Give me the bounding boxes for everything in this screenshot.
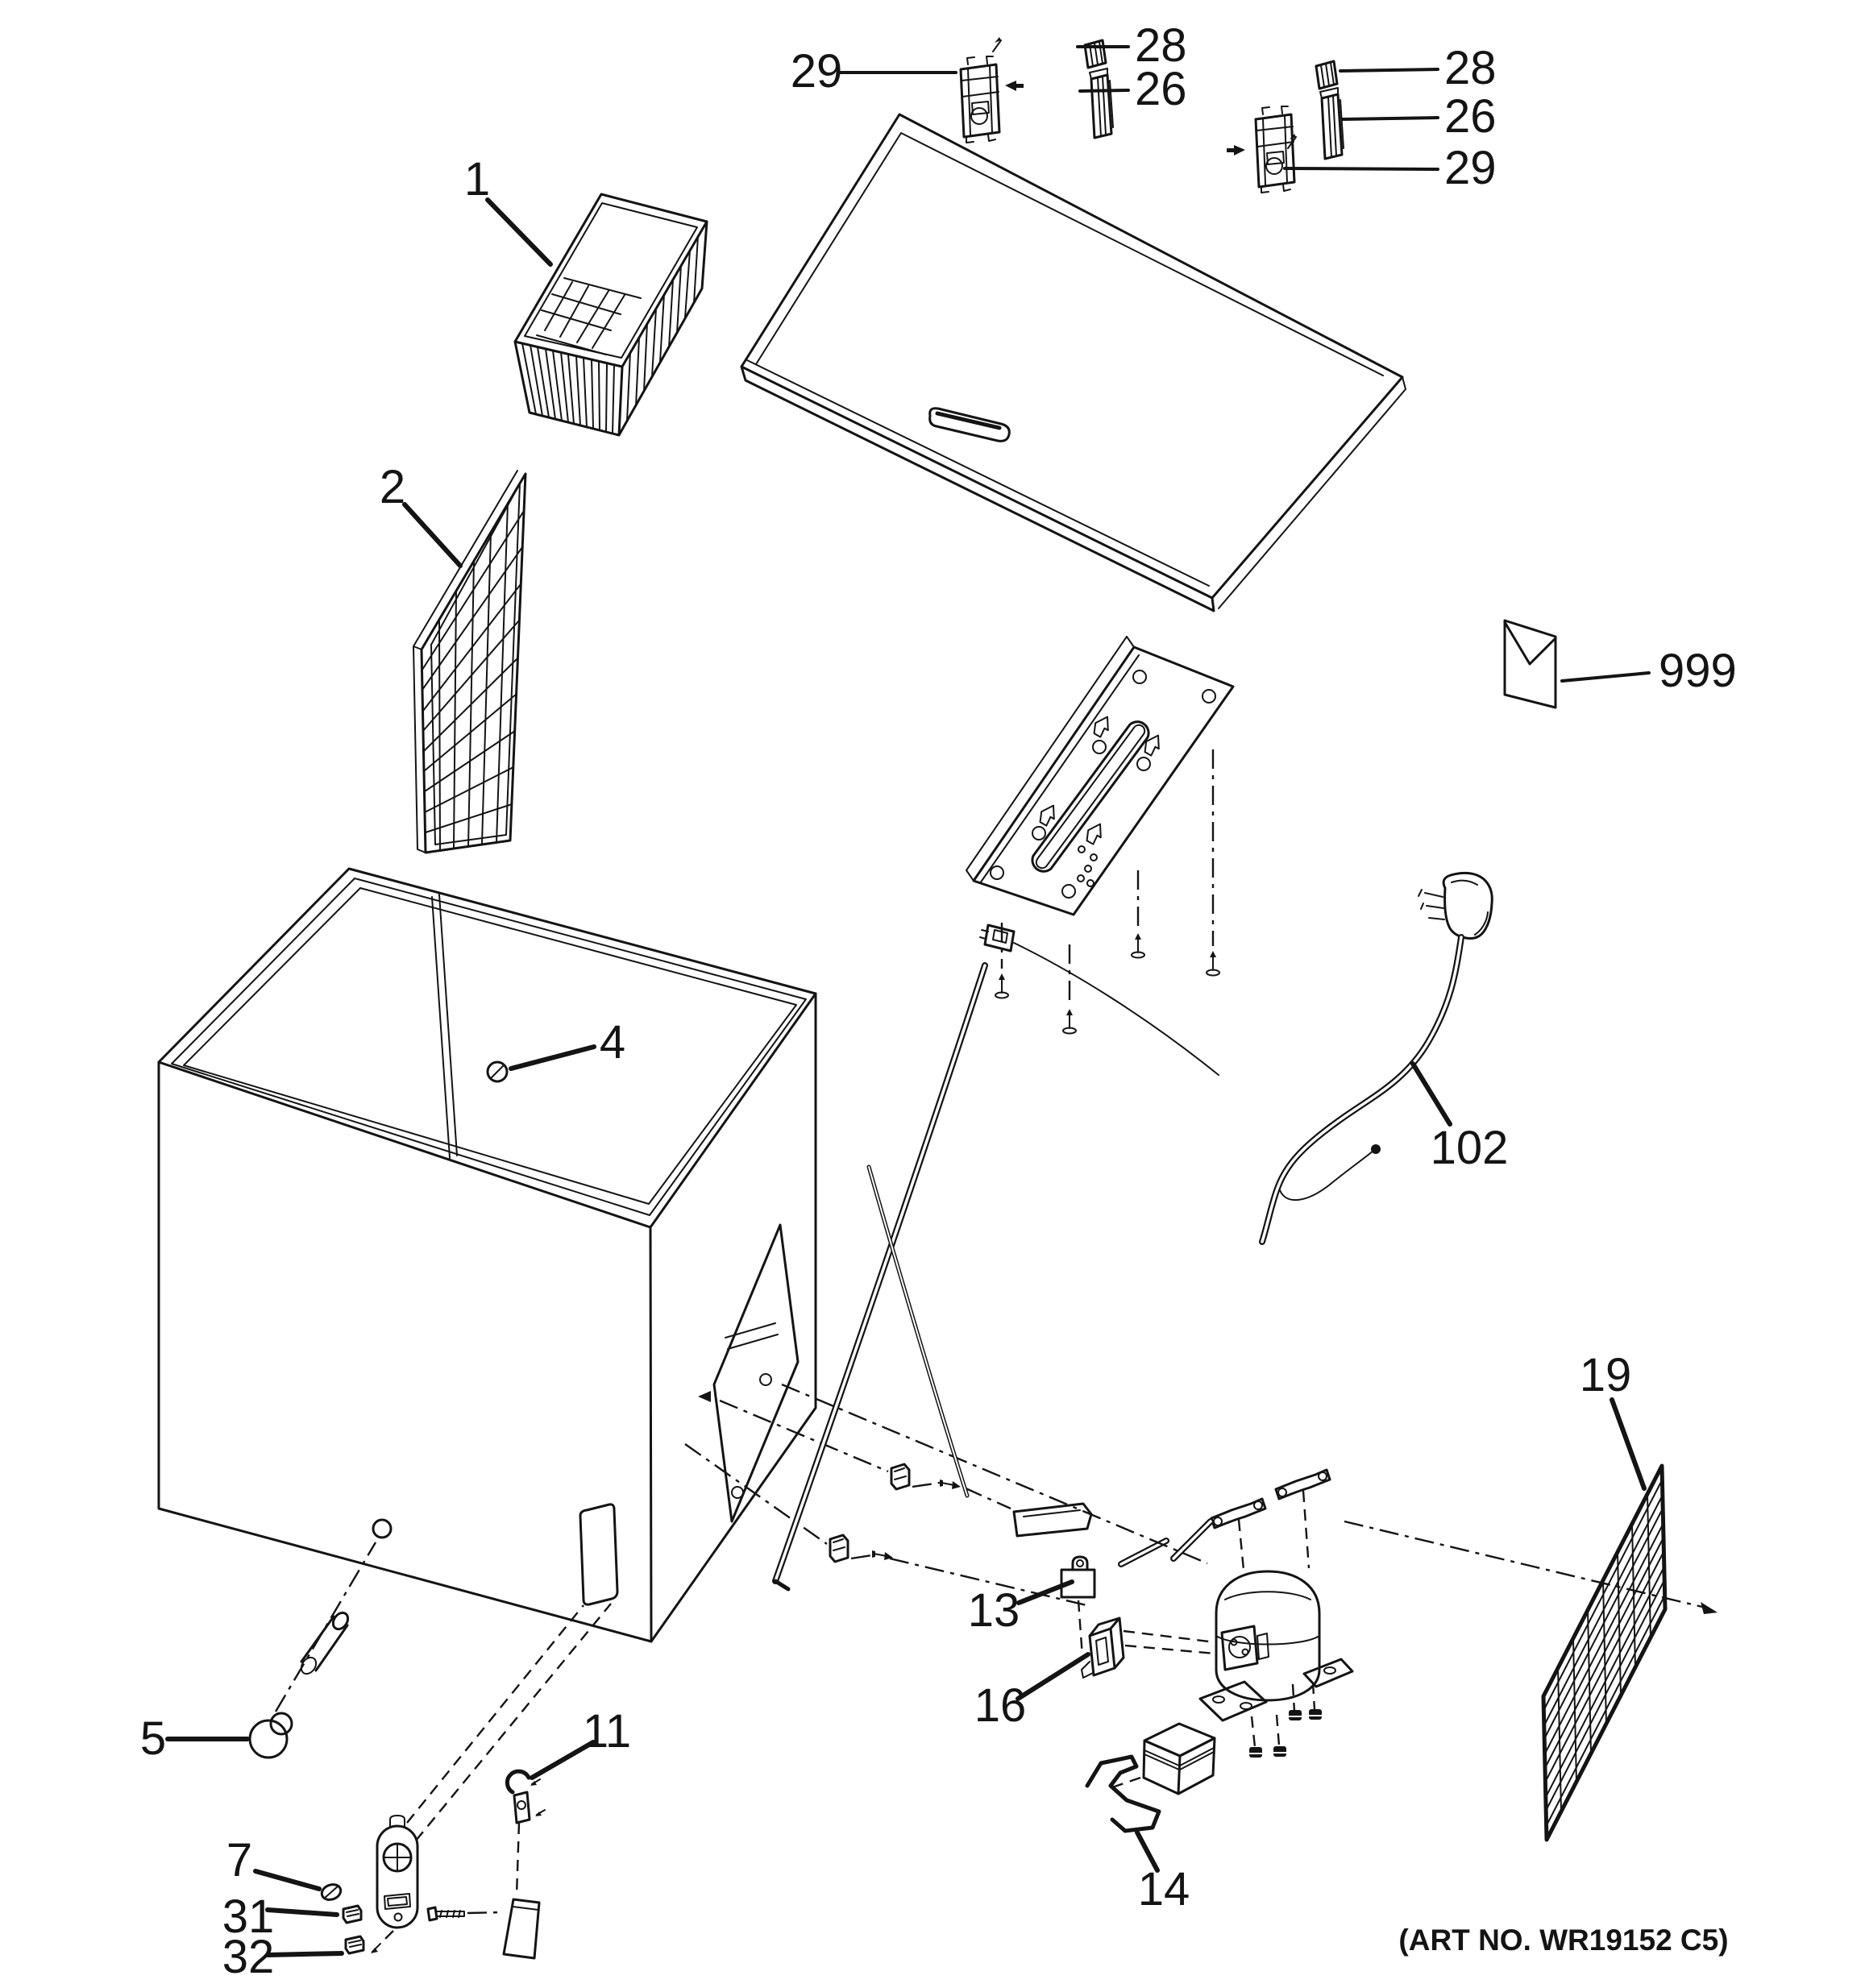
callout-102: 102 (1431, 1122, 1509, 1174)
callout-16: 16 (974, 1679, 1027, 1732)
cover-clamp (1085, 1754, 1161, 1833)
hold-down-straps (1210, 1468, 1331, 1571)
callout-26-right: 26 (1444, 90, 1497, 143)
callout-2: 2 (380, 461, 405, 513)
callout-leaders (165, 45, 1651, 1957)
arrow-cutouts (1039, 716, 1160, 845)
front-grille (413, 470, 527, 854)
callout-26-left: 26 (1135, 63, 1187, 115)
capacitor (1060, 1555, 1096, 1658)
mounting-bolt (426, 1906, 502, 1922)
hinge-cover-right-28 (1315, 60, 1339, 90)
back-bracket-panel (966, 636, 1235, 1035)
callout-13: 13 (968, 1584, 1020, 1637)
drain-tube (300, 1611, 350, 1675)
thermostat-screw-7 (320, 1883, 343, 1901)
clip-31 (342, 1904, 363, 1924)
hinge-right (1227, 106, 1297, 193)
power-cord (1259, 871, 1493, 1245)
bracket-holes (990, 670, 1216, 899)
direction-arrow-left-hinge (1005, 81, 1024, 91)
freezer-lid (740, 113, 1406, 612)
cord-connector (979, 923, 1219, 1076)
callout-32: 32 (222, 1931, 275, 1983)
compressor-terminals (1220, 1625, 1269, 1671)
literature-envelope (1503, 619, 1557, 709)
mounting-grommets (1248, 1682, 1323, 1758)
compressor-niche (712, 1223, 800, 1523)
callout-labels: 1 2 4 5 7 11 13 14 16 19 31 32 29 28 26 … (140, 19, 1737, 1983)
thermostat-shade (502, 1898, 541, 1960)
lid-handle (928, 407, 1011, 442)
thermostat-pocket (579, 1503, 619, 1606)
wire-basket (513, 193, 708, 437)
direction-arrow-mid (698, 1391, 711, 1402)
drain-cap-part4 (486, 1060, 509, 1083)
cord-clips (684, 1383, 1208, 1607)
compressor-base-plates (1198, 1658, 1354, 1722)
freezer-cabinet (157, 867, 817, 1643)
hinge-arm-left-26 (1089, 68, 1114, 139)
thermostat-assembly (320, 1603, 612, 1960)
callout-28-right: 28 (1444, 42, 1497, 94)
direction-arrow-right-hinge (1227, 145, 1245, 156)
art-number: (ART NO. WR19152 C5) (1398, 1924, 1728, 1957)
callout-11: 11 (583, 1705, 631, 1758)
callout-19: 19 (1580, 1349, 1632, 1401)
callout-29-left: 29 (791, 45, 843, 98)
direction-arrow-grille (1701, 1602, 1718, 1614)
capillary-hook-11 (505, 1769, 546, 1896)
callout-5: 5 (140, 1712, 166, 1765)
callout-999: 999 (1659, 645, 1737, 697)
callout-4: 4 (600, 1016, 625, 1069)
clip-32 (344, 1935, 365, 1955)
starter-relay (1081, 1617, 1216, 1679)
callout-28-left: 28 (1135, 19, 1187, 72)
callout-1: 1 (464, 153, 490, 205)
callout-14: 14 (1138, 1863, 1190, 1915)
hinge-cover-left-28 (1083, 39, 1107, 69)
hinge-left (959, 37, 1024, 143)
tubing-stubs (1118, 1518, 1214, 1567)
drain-plug (248, 1542, 377, 1759)
callout-31: 31 (222, 1890, 275, 1943)
hinge-arm-right-26 (1319, 87, 1344, 160)
cabinet-divider (431, 894, 458, 1159)
rear-grille (1344, 1463, 1718, 1842)
drain-hole (372, 1518, 393, 1539)
callout-29-right: 29 (1444, 142, 1497, 194)
bracket-screws (995, 749, 1220, 1035)
terminal-cover (1111, 1722, 1216, 1795)
drier-blade (1012, 1502, 1093, 1538)
compressor (1012, 1468, 1354, 1758)
callout-7: 7 (226, 1834, 252, 1886)
heat-loop-tubes (772, 962, 988, 1592)
